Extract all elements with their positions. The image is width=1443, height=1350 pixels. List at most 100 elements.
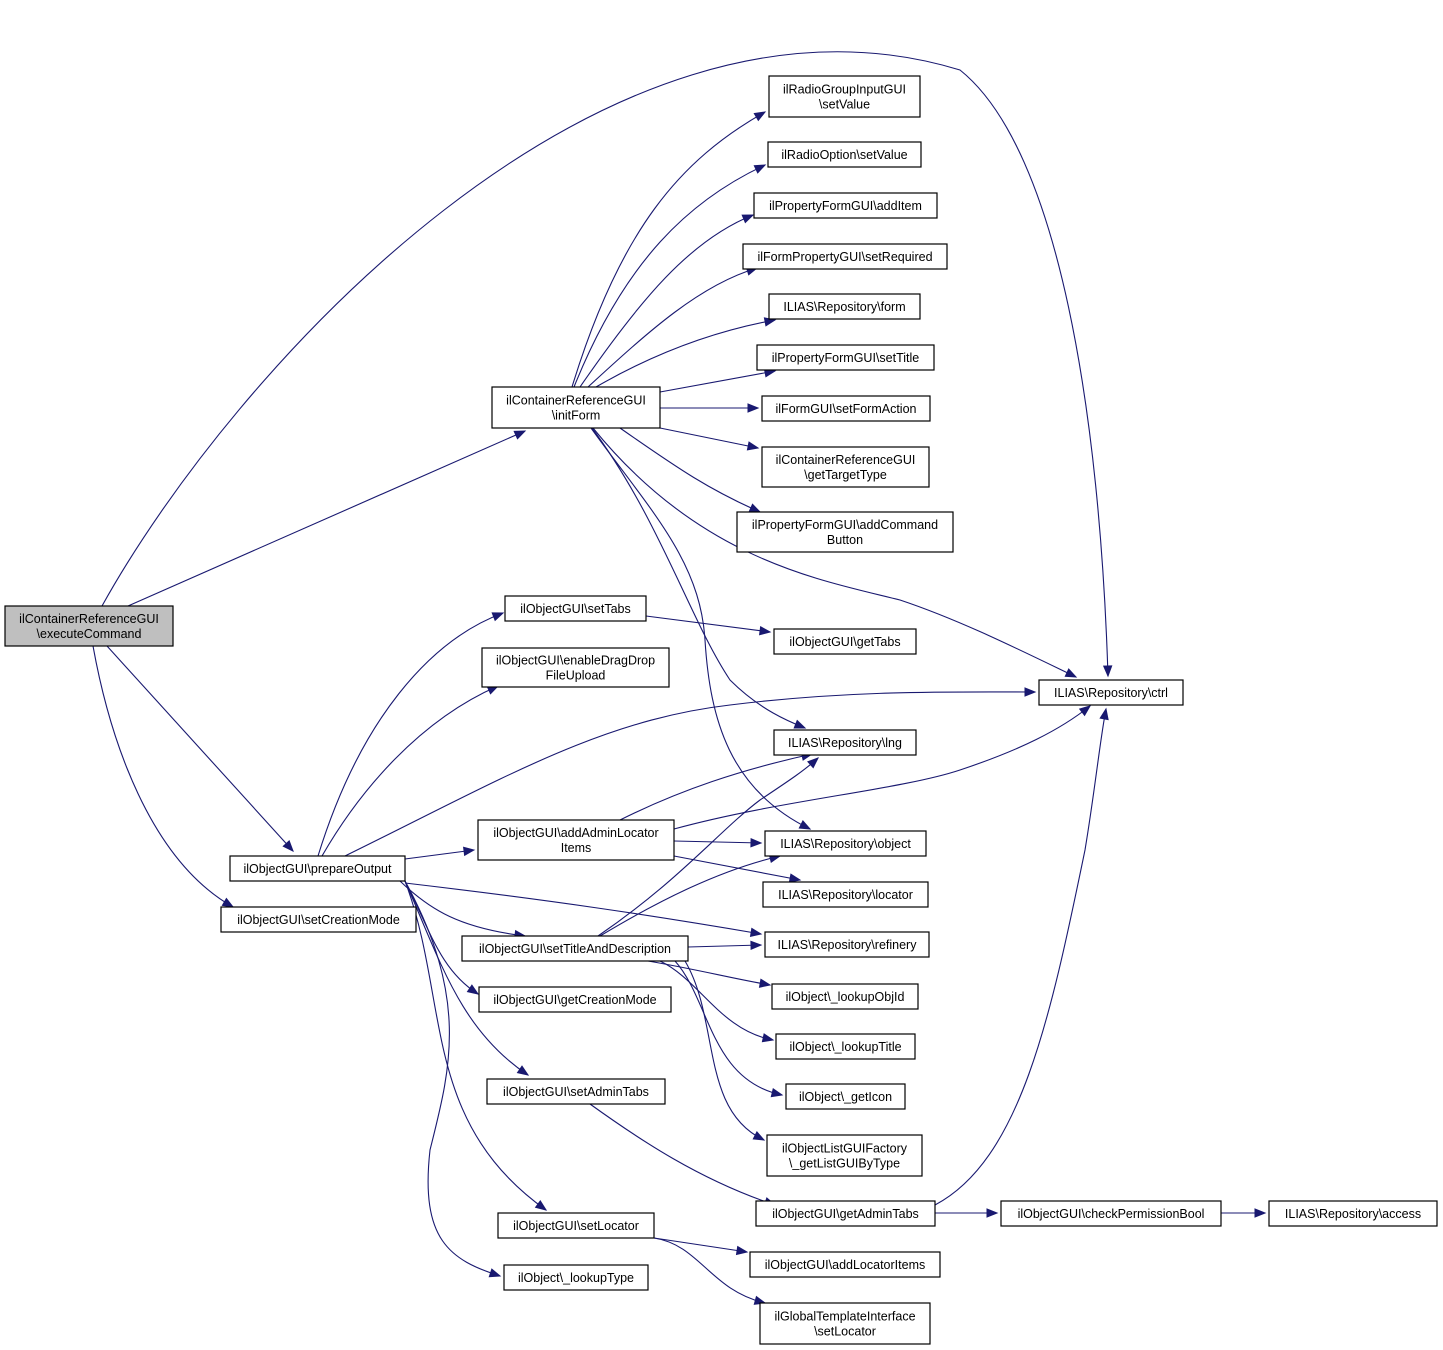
arrowhead	[753, 111, 767, 122]
node-repoForm[interactable]: ILIAS\Repository\form	[768, 293, 921, 320]
node-box	[764, 931, 930, 958]
edge-root-to-prepareOutput	[106, 645, 294, 852]
edge-prepareOutput-to-repoCtrl	[344, 687, 1037, 857]
node-setTitleAndDescription[interactable]: ilObjectGUI\setTitleAndDescription	[461, 935, 689, 962]
edge-initForm-to-radioGroupSetValue	[571, 111, 767, 388]
node-setTitle[interactable]: ilPropertyFormGUI\setTitle	[756, 344, 935, 371]
node-getTargetType[interactable]: ilContainerReferenceGUI\getTargetType	[761, 446, 930, 488]
node-label: ILIAS\Repository\form	[783, 300, 905, 314]
node-label: ilContainerReferenceGUI	[776, 453, 916, 467]
node-label: \initForm	[552, 409, 601, 423]
node-label: ilObjectGUI\checkPermissionBool	[1018, 1207, 1205, 1221]
edge-line	[92, 645, 234, 908]
node-label: ilPropertyFormGUI\addItem	[769, 199, 922, 213]
edge-prepareOutput-to-enableDragDrop	[321, 685, 500, 857]
node-setCreationMode[interactable]: ilObjectGUI\setCreationMode	[220, 906, 417, 933]
arrowhead	[761, 1033, 775, 1043]
edge-initForm-to-repoCtrl	[592, 427, 1078, 678]
node-lookupType[interactable]: ilObject\_lookupType	[503, 1264, 649, 1291]
edge-setAdminTabs-to-getAdminTabs	[589, 1103, 777, 1207]
node-initForm[interactable]: ilContainerReferenceGUI\initForm	[491, 386, 661, 429]
node-box	[478, 986, 672, 1013]
node-label: ILIAS\Repository\locator	[778, 888, 913, 902]
node-box	[768, 293, 921, 320]
node-root[interactable]: ilContainerReferenceGUI\executeCommand	[4, 605, 174, 647]
edge-line	[647, 960, 771, 986]
node-box	[753, 192, 938, 219]
node-setFormAction[interactable]: ilFormGUI\setFormAction	[761, 395, 931, 422]
arrowhead	[807, 757, 820, 769]
edge-line	[674, 960, 783, 1096]
node-label: ilObjectGUI\enableDragDrop	[496, 654, 655, 668]
arrowhead	[221, 897, 235, 908]
edge-initForm-to-setFormAction	[660, 403, 760, 413]
edge-line	[934, 708, 1107, 1206]
edge-setTitleAndDescription-to-repoObject	[599, 853, 782, 937]
arrowhead	[488, 1268, 502, 1278]
node-label: \_getListGUIByType	[789, 1157, 900, 1171]
node-setRequired[interactable]: ilFormPropertyGUI\setRequired	[742, 243, 948, 270]
arrowhead	[753, 164, 767, 174]
node-repoRefinery[interactable]: ILIAS\Repository\refinery	[764, 931, 930, 958]
node-label: ilObjectGUI\getTabs	[789, 635, 900, 649]
node-setTabs[interactable]: ilObjectGUI\setTabs	[504, 595, 647, 622]
node-repoLocator[interactable]: ILIAS\Repository\locator	[762, 881, 929, 908]
edge-checkPermissionBool-to-repoAccess	[1221, 1208, 1267, 1218]
node-box	[761, 395, 931, 422]
node-box	[742, 243, 948, 270]
node-box	[775, 1033, 916, 1060]
edge-setTitleAndDescription-to-repoRefinery	[687, 940, 763, 951]
arrowhead	[491, 612, 505, 622]
edge-addAdminLocatorItems-to-repoCtrl	[673, 705, 1092, 830]
node-lookupTitle[interactable]: ilObject\_lookupTitle	[775, 1033, 916, 1060]
arrowhead	[746, 441, 760, 451]
node-getListGUIByType[interactable]: ilObjectListGUIFactory\_getListGUIByType	[766, 1134, 923, 1177]
call-nodes: ilContainerReferenceGUI\executeCommand il…	[4, 75, 1438, 1345]
node-setLocator[interactable]: ilObjectGUI\setLocator	[497, 1212, 655, 1239]
edge-line	[579, 214, 754, 388]
node-label: ilObjectGUI\prepareOutput	[244, 862, 393, 876]
node-addItem[interactable]: ilPropertyFormGUI\addItem	[753, 192, 938, 219]
node-box	[4, 605, 174, 647]
node-repoCtrl[interactable]: ILIAS\Repository\ctrl	[1038, 679, 1184, 706]
edge-line	[106, 645, 294, 852]
edge-line	[404, 880, 529, 1076]
edge-getAdminTabs-to-repoCtrl	[934, 707, 1109, 1206]
arrowhead	[1064, 668, 1078, 678]
edge-line	[587, 267, 758, 388]
node-getTabs[interactable]: ilObjectGUI\getTabs	[773, 628, 917, 655]
node-addLocatorItems[interactable]: ilObjectGUI\addLocatorItems	[749, 1251, 941, 1278]
node-getIcon[interactable]: ilObject\_getIcon	[785, 1083, 906, 1110]
node-label: ILIAS\Repository\access	[1285, 1207, 1421, 1221]
node-repoLng[interactable]: ILIAS\Repository\lng	[773, 729, 917, 756]
node-label: Items	[561, 841, 592, 855]
node-box	[1000, 1200, 1222, 1227]
node-getCreationMode[interactable]: ilObjectGUI\getCreationMode	[478, 986, 672, 1013]
node-label: ilObjectGUI\setTabs	[520, 602, 630, 616]
node-box	[736, 511, 954, 553]
node-label: ilFormGUI\setFormAction	[776, 402, 917, 416]
node-repoAccess[interactable]: ILIAS\Repository\access	[1268, 1200, 1438, 1227]
edge-line	[673, 840, 762, 844]
edge-line	[592, 427, 1077, 678]
node-radioGroupSetValue[interactable]: ilRadioGroupInputGUI\setValue	[768, 75, 921, 118]
edge-line	[659, 960, 774, 1041]
node-label: ilObjectGUI\setAdminTabs	[503, 1085, 649, 1099]
edge-line	[659, 427, 759, 449]
edge-line	[659, 370, 776, 393]
node-repoObject[interactable]: ILIAS\Repository\object	[764, 830, 927, 857]
node-checkPermissionBool[interactable]: ilObjectGUI\checkPermissionBool	[1000, 1200, 1222, 1227]
node-prepareOutput[interactable]: ilObjectGUI\prepareOutput	[229, 855, 406, 882]
node-globalTplSetLocator[interactable]: ilGlobalTemplateInterface\setLocator	[759, 1302, 931, 1345]
node-setAdminTabs[interactable]: ilObjectGUI\setAdminTabs	[486, 1078, 666, 1105]
node-getAdminTabs[interactable]: ilObjectGUI\getAdminTabs	[755, 1200, 936, 1227]
node-lookupObjId[interactable]: ilObject\_lookupObjId	[771, 983, 919, 1010]
node-radioOptionSetValue[interactable]: ilRadioOption\setValue	[767, 141, 922, 168]
node-box	[773, 729, 917, 756]
edge-setTitleAndDescription-to-repoLng	[597, 757, 820, 937]
arrowhead	[1102, 665, 1113, 678]
